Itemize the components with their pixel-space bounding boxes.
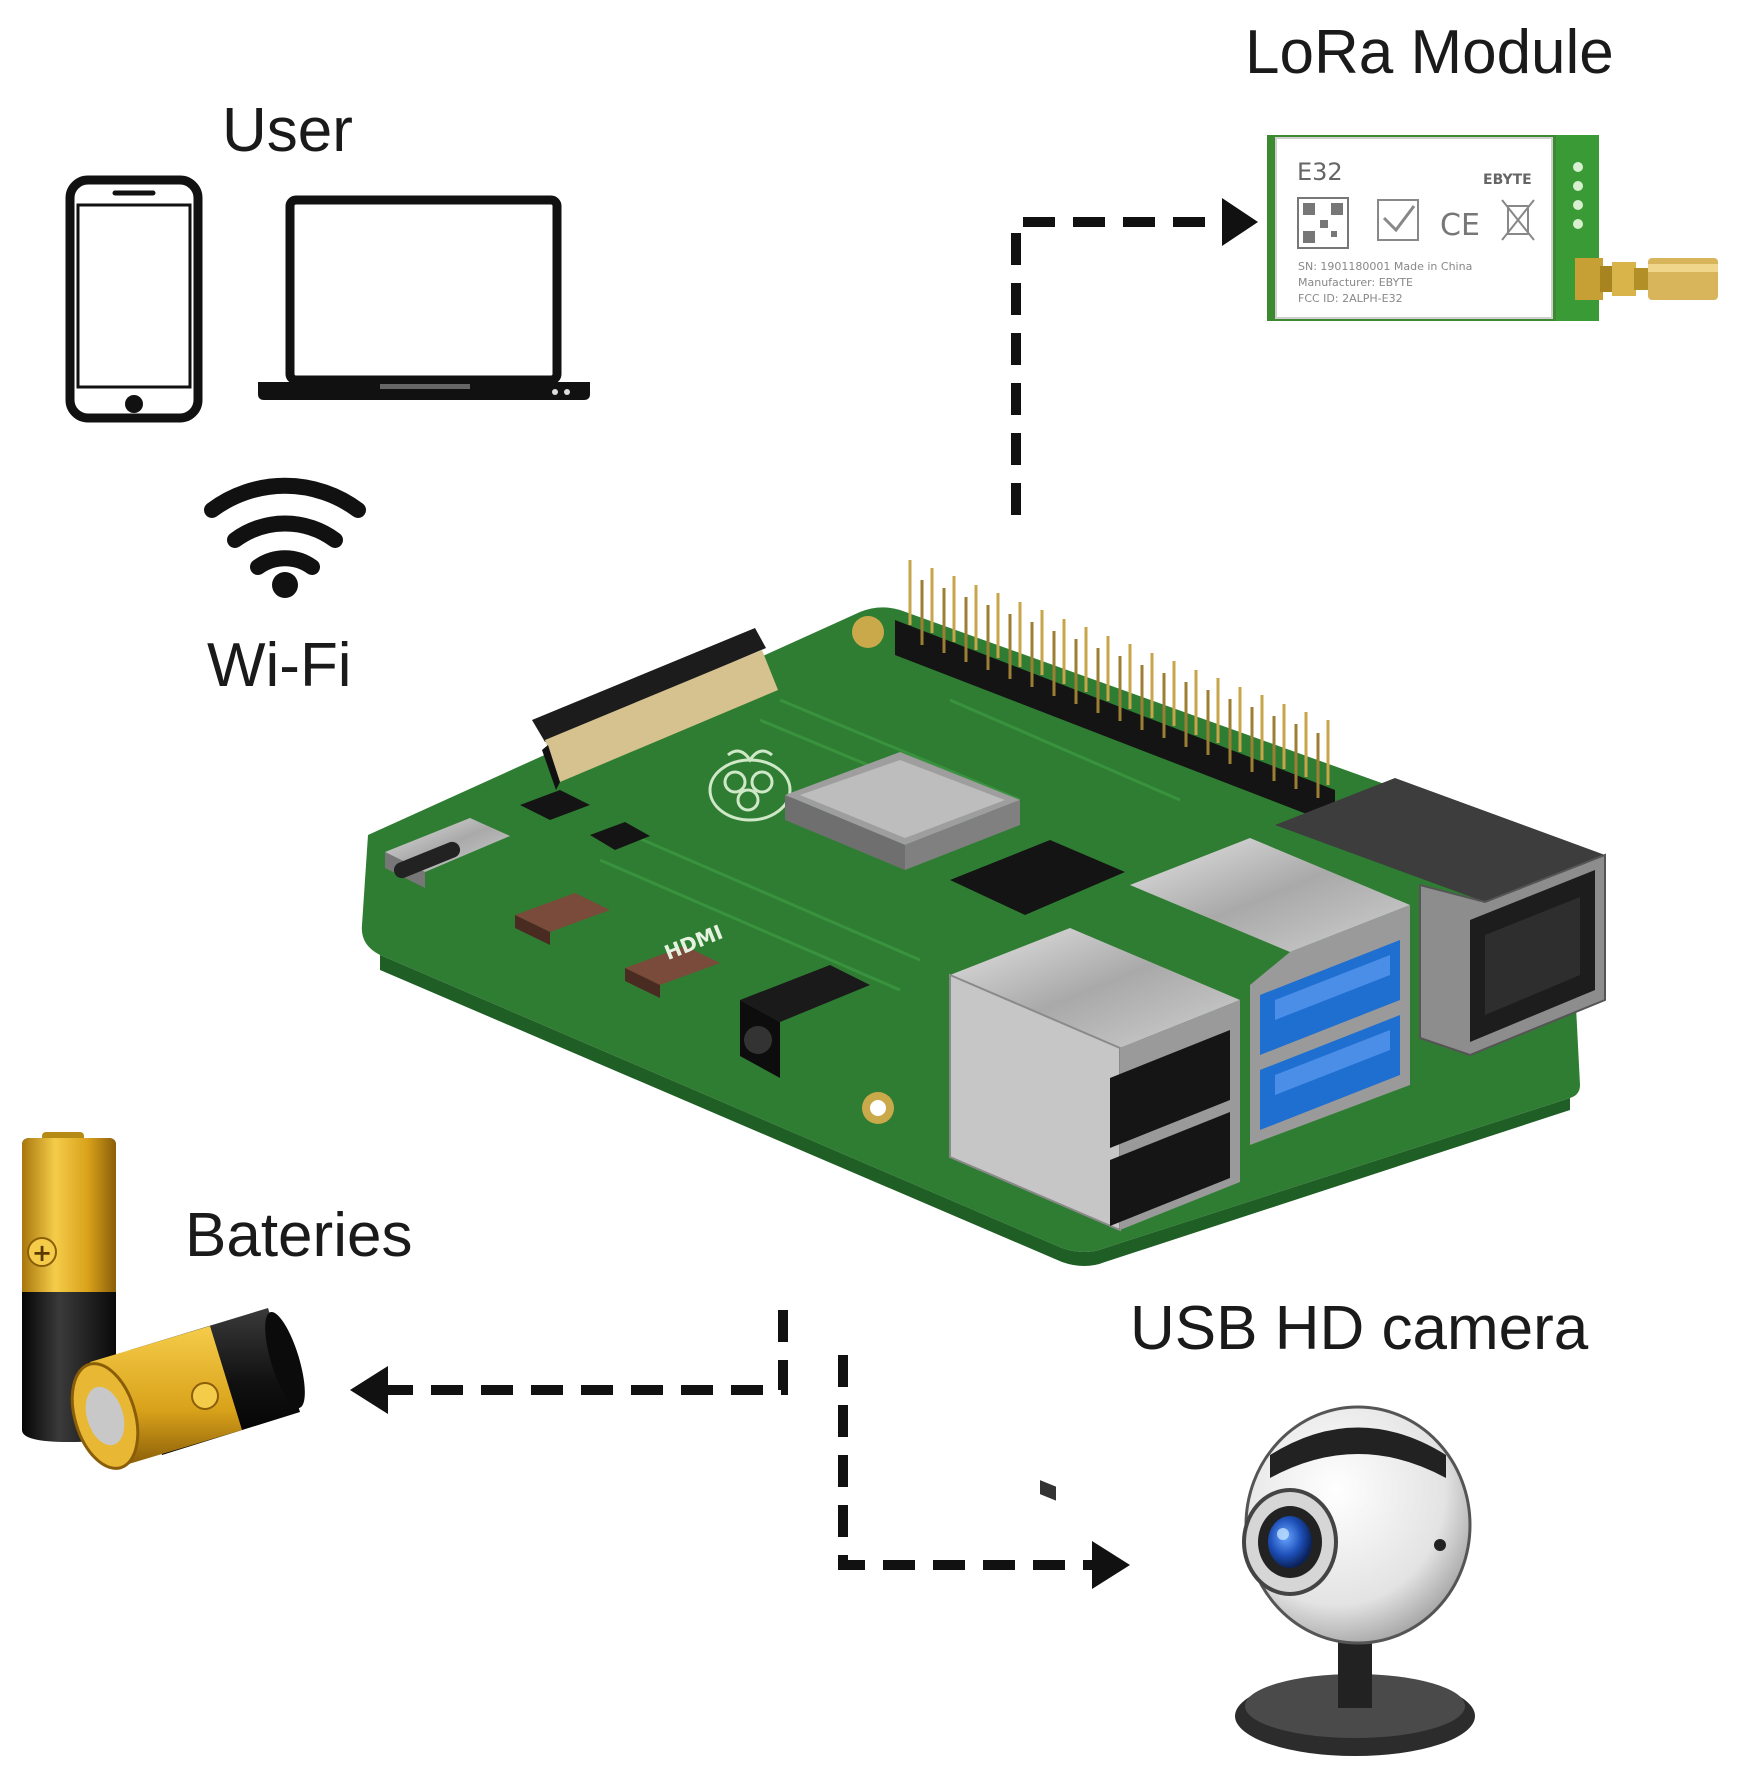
wifi-icon [204,477,366,598]
lora-info-line-1: SN: 1901180001 Made in China [1298,260,1472,273]
user-label: User [222,96,353,165]
qr-code-icon [1297,197,1349,249]
laptop-icon [258,195,590,400]
raspberry-pi-board: HDMI [361,560,1606,1501]
lora-info-line-3: FCC ID: 2ALPH-E32 [1298,292,1403,305]
wifi-label: Wi-Fi [207,631,352,700]
antenna-connector-icon [1575,258,1718,300]
webcam-icon [1235,1405,1475,1756]
lora-module-label: LoRa Module [1245,18,1614,87]
weee-icon [1501,199,1535,241]
battery-icon: + [22,1132,305,1470]
ethernet-port [1275,778,1606,1057]
raspberry-logo-icon [708,749,792,822]
camera-connection-arrow [838,1355,1130,1589]
lora-connection-arrow [1011,198,1258,515]
ce-mark: CE [1440,208,1480,243]
camera-label: USB HD camera [1130,1294,1589,1363]
check-mark-icon [1377,199,1419,241]
usb3-ports [1130,838,1410,1145]
gpio-header [895,560,1335,825]
battery-connection-arrow [350,1310,788,1414]
usb2-ports [949,928,1240,1501]
batteries-label: Bateries [185,1201,413,1270]
battery-plus-symbol: + [32,1239,52,1267]
lora-model-text: E32 [1297,158,1343,186]
lora-brand-text: EBYTE [1483,172,1532,188]
phone-icon [65,175,203,423]
lora-module: E32 EBYTE CE SN: 1901180001 Made in Chin… [1267,135,1718,321]
lora-info-line-2: Manufacturer: EBYTE [1298,276,1413,289]
